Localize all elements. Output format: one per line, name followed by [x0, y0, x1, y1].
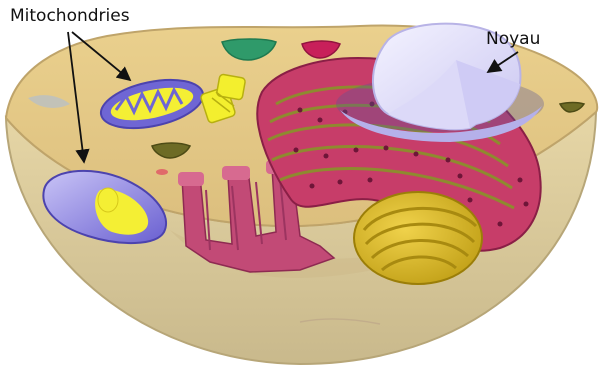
vesicle-icon [156, 169, 168, 175]
nucleus-label: Noyau [486, 31, 540, 48]
mitochondria-label: Mitochondries [10, 8, 130, 25]
golgi-apparatus-icon [354, 192, 482, 284]
